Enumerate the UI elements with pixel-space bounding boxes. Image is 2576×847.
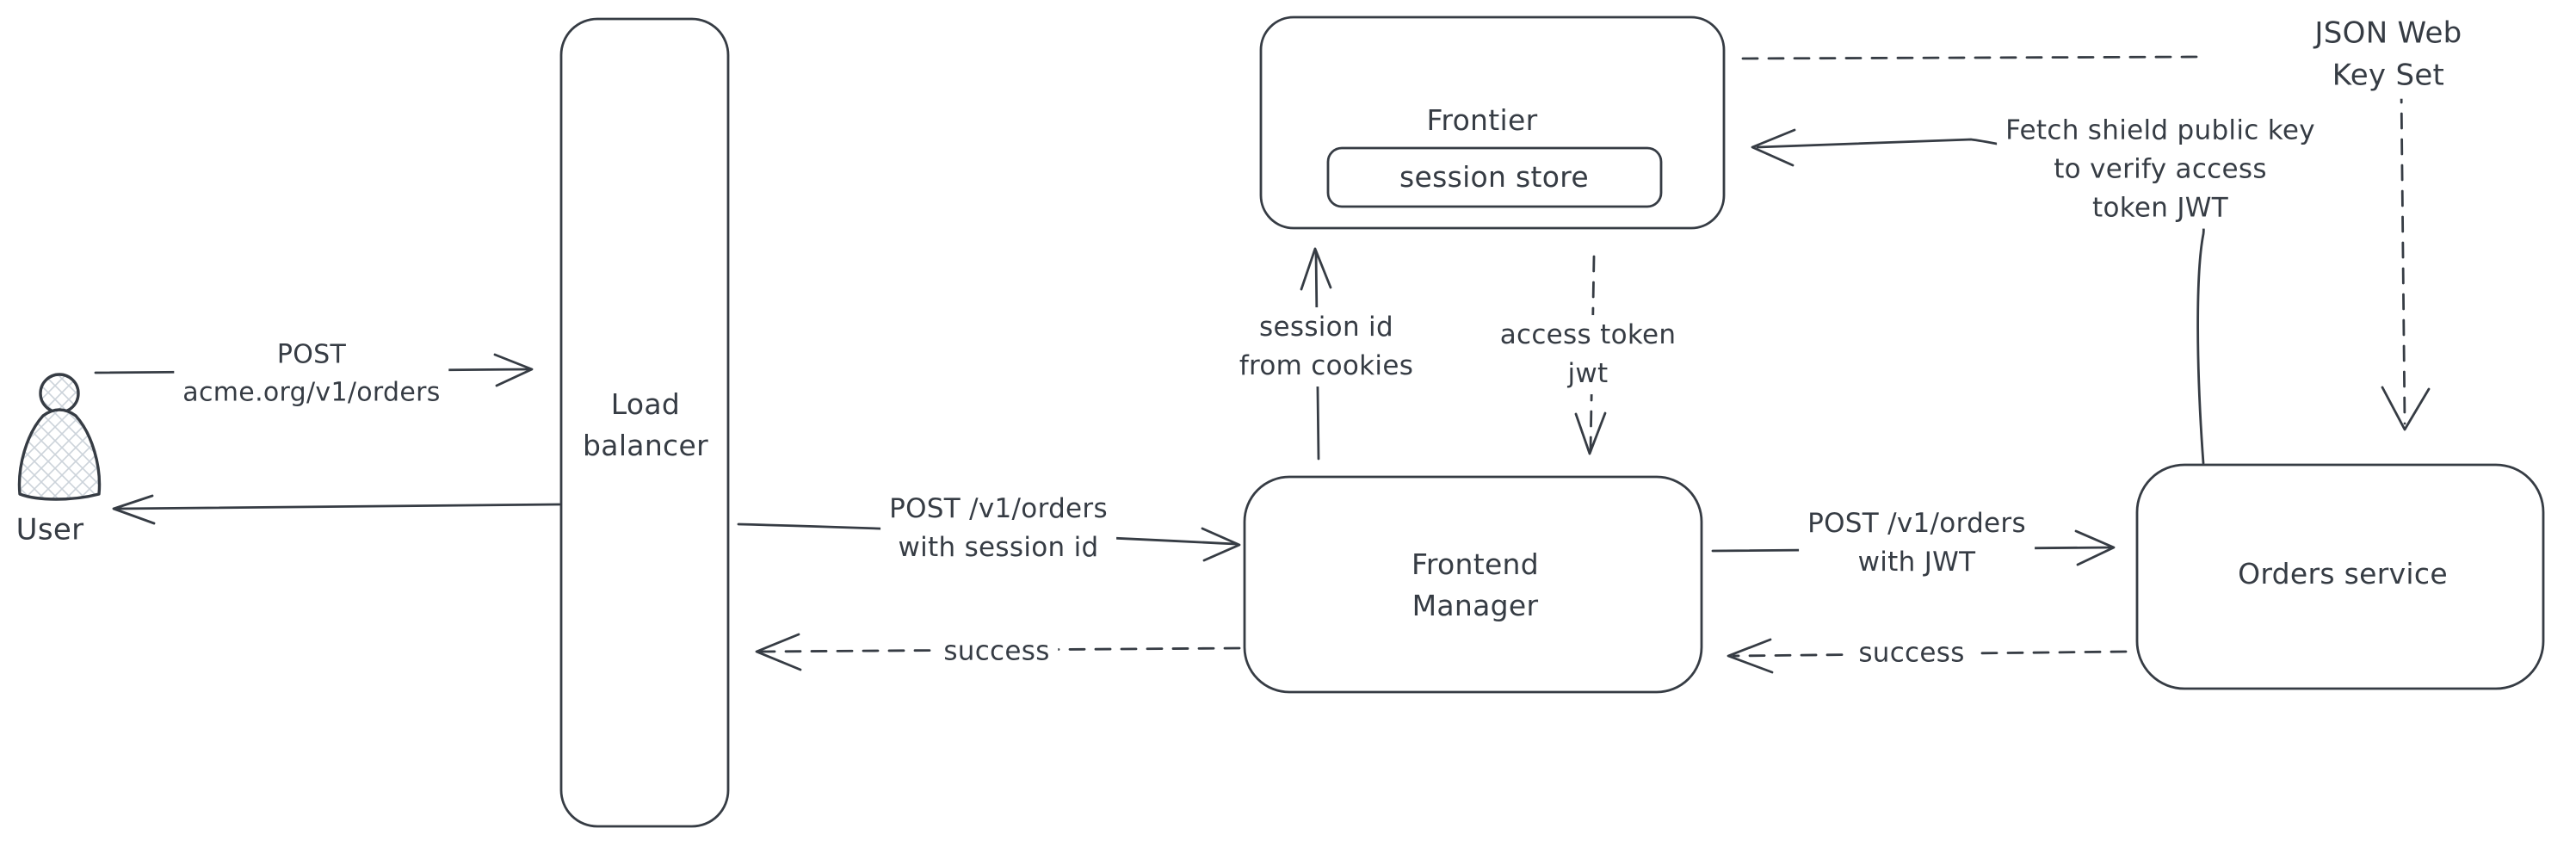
edge-label-success-left: success	[935, 631, 1059, 672]
arrowhead-orders-to-fm	[1727, 638, 1774, 674]
arrowhead-fm-to-lb	[755, 633, 802, 671]
edge-label-access-token-jwt: access token jwt	[1491, 315, 1685, 394]
edge-label-json-web-key-set: JSON Web Key Set	[2295, 11, 2482, 99]
load-balancer-node	[559, 17, 730, 828]
edge-label-post-jwt: POST /v1/orders with JWT	[1799, 504, 2035, 583]
edge-label-fetch-shield-key: Fetch shield public key to verify access…	[1997, 110, 2324, 229]
arrowhead-jwks-to-orders	[2381, 386, 2431, 431]
load-balancer-node-label: Load balancer	[583, 387, 708, 462]
line-frontier-to-jwks	[1741, 55, 2207, 60]
session-store-node	[1326, 146, 1663, 208]
frontend-manager-node-label: Frontend Manager	[1411, 547, 1540, 622]
frontier-node-label: Frontier	[1426, 103, 1538, 138]
arrow-jwks-to-orders-line	[2400, 86, 2406, 425]
edge-label-post-acme: POST acme.org/v1/orders	[174, 335, 449, 412]
user-icon	[17, 373, 102, 501]
user-node-label: User	[15, 512, 84, 547]
edge-label-success-right: success	[1850, 633, 1974, 674]
session-store-node-label: session store	[1399, 160, 1590, 195]
arrowhead-frontier-to-fm	[1574, 411, 1607, 455]
orders-service-node-label: Orders service	[2238, 557, 2448, 591]
arrow-lb-to-user	[112, 494, 561, 525]
edge-label-post-session-id: POST /v1/orders with session id	[880, 489, 1116, 568]
frontend-manager-node	[1243, 475, 1703, 694]
edge-label-session-id-cookies: session id from cookies	[1230, 307, 1423, 386]
frontier-node	[1259, 15, 1726, 230]
orders-service-node	[2135, 463, 2545, 690]
arrow-frontier-to-fm-line	[1589, 255, 1596, 453]
